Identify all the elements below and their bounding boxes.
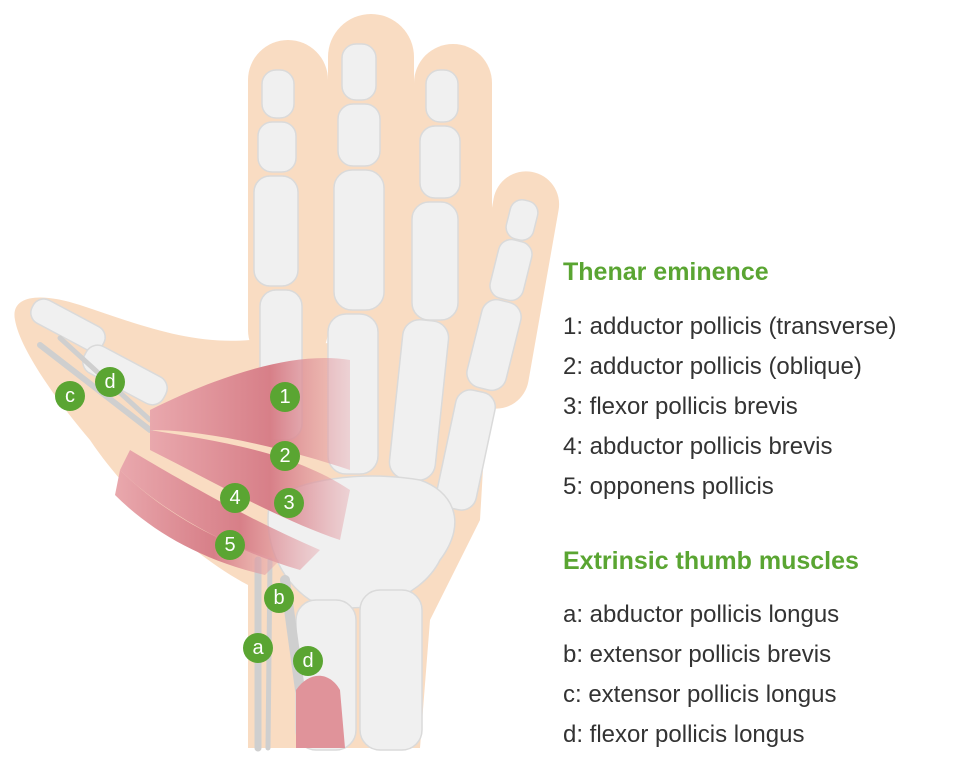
- legend-item-4: 4: abductor pollicis brevis: [563, 433, 833, 460]
- legend-item-d: d: flexor pollicis longus: [563, 721, 805, 748]
- marker-1: 1: [270, 382, 300, 412]
- marker-d-forearm: d: [293, 646, 323, 676]
- marker-label: 1: [279, 386, 290, 408]
- legend-item-2: 2: adductor pollicis (oblique): [563, 353, 862, 380]
- marker-3: 3: [274, 488, 304, 518]
- marker-d-thumb: d: [95, 367, 125, 397]
- marker-label: d: [104, 371, 115, 393]
- legend-item-1: 1: adductor pollicis (transverse): [563, 313, 897, 340]
- marker-label: 2: [279, 445, 290, 467]
- flexor-pollicis-longus-belly: [296, 675, 345, 748]
- marker-label: 5: [224, 534, 235, 556]
- legend-item-c: c: extensor pollicis longus: [563, 681, 837, 708]
- marker-label: 4: [229, 487, 240, 509]
- marker-a: a: [243, 633, 273, 663]
- marker-5: 5: [215, 530, 245, 560]
- marker-4: 4: [220, 483, 250, 513]
- marker-label: d: [302, 650, 313, 672]
- marker-c: c: [55, 381, 85, 411]
- marker-b: b: [264, 583, 294, 613]
- marker-label: b: [273, 587, 284, 609]
- marker-label: 3: [283, 492, 294, 514]
- marker-label: c: [65, 385, 75, 407]
- marker-label: a: [252, 637, 264, 659]
- thenar-heading: Thenar eminence: [563, 258, 769, 286]
- legend-item-a: a: abductor pollicis longus: [563, 601, 840, 628]
- legend-item-b: b: extensor pollicis brevis: [563, 641, 832, 668]
- legend-item-5: 5: opponens pollicis: [563, 473, 774, 500]
- legend-item-3: 3: flexor pollicis brevis: [563, 393, 798, 420]
- marker-2: 2: [270, 441, 300, 471]
- extrinsic-heading: Extrinsic thumb muscles: [563, 547, 859, 575]
